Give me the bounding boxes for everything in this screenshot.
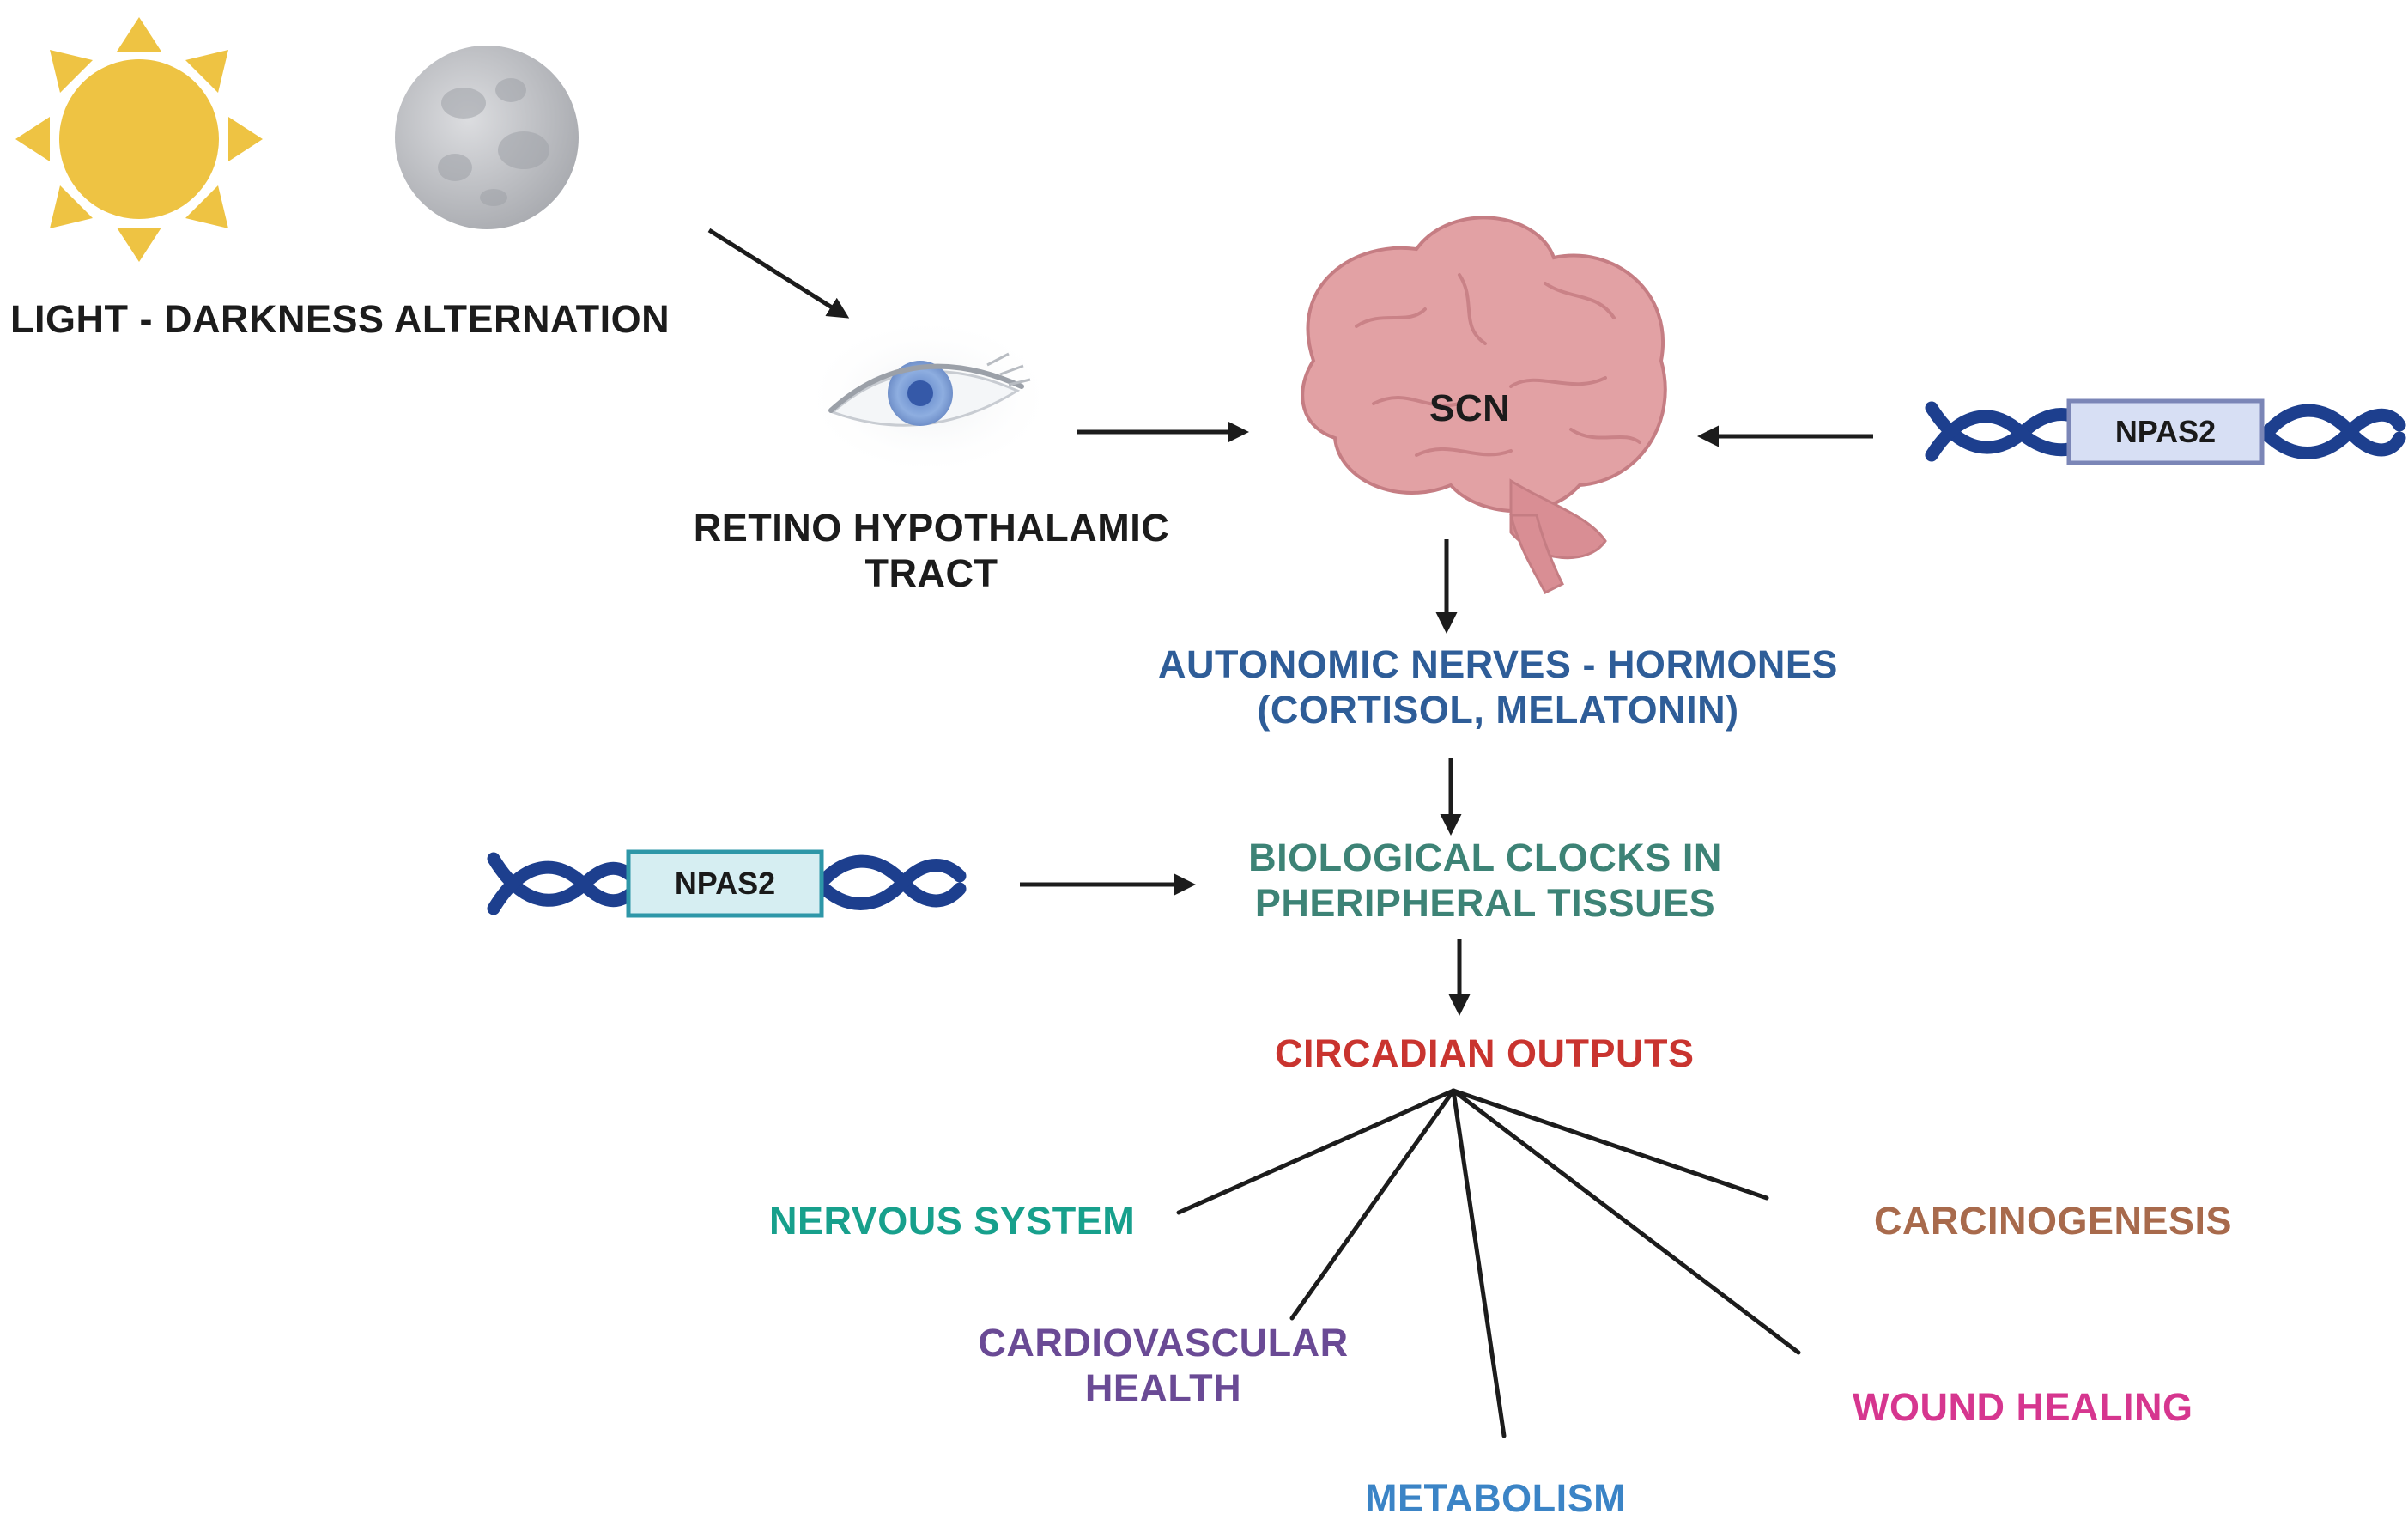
dna-icon xyxy=(1925,398,2406,465)
cardio-line-1: CARDIOVASCULAR xyxy=(978,1321,1349,1365)
bio-line-2: PHERIPHERAL TISSUES xyxy=(1254,881,1716,926)
scn-label: SCN xyxy=(1429,387,1511,429)
arrow-light-to-eye xyxy=(707,228,850,319)
branch-nervous xyxy=(1176,1088,1456,1215)
retino-hypothalamic-label: RETINO HYPOTHALAMIC TRACT xyxy=(687,505,1176,596)
output-cardiovascular-health: CARDIOVASCULAR HEALTH xyxy=(970,1320,1356,1411)
retino-line-2: TRACT xyxy=(864,551,998,596)
npas2-box-top: NPAS2 xyxy=(2114,414,2217,449)
autonomic-line-2: (CORTISOL, MELATONIN) xyxy=(1257,688,1739,733)
branch-carcino xyxy=(1451,1088,1769,1201)
biological-clocks-label: BIOLOGICAL CLOCKS IN PHERIPHERAL TISSUES xyxy=(1193,835,1777,926)
output-nervous-system: NERVOUS SYSTEM xyxy=(769,1199,1136,1243)
output-carcinogenesis: CARCINOGENESIS xyxy=(1874,1199,2233,1243)
circadian-outputs-label: CIRCADIAN OUTPUTS xyxy=(1275,1031,1695,1075)
cardio-line-2: HEALTH xyxy=(1084,1366,1242,1411)
dna-icon xyxy=(487,849,967,918)
brain-icon xyxy=(1301,216,1667,595)
npas2-box-left: NPAS2 xyxy=(674,866,776,901)
sun-icon xyxy=(15,17,263,262)
branch-metabolism xyxy=(1451,1088,1507,1438)
branch-wound xyxy=(1451,1088,1801,1355)
branch-cardio xyxy=(1289,1088,1456,1321)
bio-line-1: BIOLOGICAL CLOCKS IN xyxy=(1248,836,1722,879)
output-metabolism: METABOLISM xyxy=(1365,1476,1627,1520)
autonomic-hormones-label: AUTONOMIC NERVES - HORMONES (CORTISOL, M… xyxy=(1116,641,1880,733)
output-wound-healing: WOUND HEALING xyxy=(1853,1385,2193,1429)
eye-icon xyxy=(800,315,1058,478)
light-darkness-label: LIGHT - DARKNESS ALTERNATION xyxy=(10,297,670,341)
moon-icon xyxy=(395,46,579,229)
autonomic-line-1: AUTONOMIC NERVES - HORMONES xyxy=(1158,642,1838,686)
retino-line-1: RETINO HYPOTHALAMIC xyxy=(693,506,1170,550)
